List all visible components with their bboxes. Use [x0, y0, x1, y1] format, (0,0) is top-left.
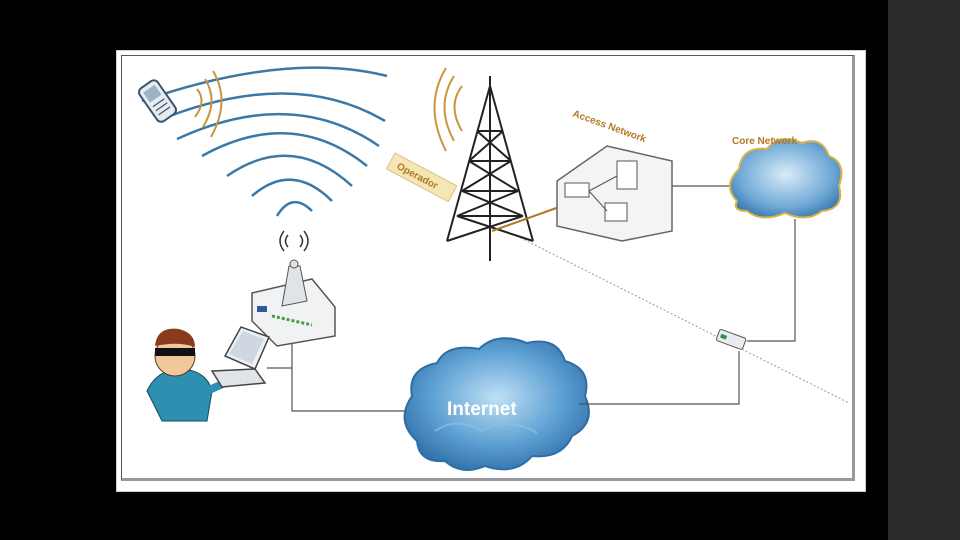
- wireless-waves: [141, 66, 388, 217]
- access-link: [491, 205, 563, 232]
- internet-device-link: [579, 351, 740, 405]
- mobile-phone-icon: [137, 79, 178, 123]
- operator-label-group: Operador: [385, 152, 458, 203]
- hacker-figure-icon: [146, 328, 231, 422]
- laptop-icon: [210, 326, 271, 388]
- diagram-frame: [121, 55, 855, 481]
- network-diagram: Operador Access Network Core Network: [137, 66, 850, 471]
- slide-image: Operador Access Network Core Network: [116, 50, 866, 492]
- boundary-line: [516, 235, 850, 404]
- internet-label: Internet: [447, 399, 517, 420]
- cell-tower-icon: [446, 76, 534, 261]
- access-network-box: [556, 145, 673, 242]
- side-bar: [888, 0, 960, 540]
- core-network-cloud-icon: [729, 138, 843, 219]
- core-device-link: [747, 219, 796, 342]
- phone-signal-icon: [194, 70, 223, 138]
- network-device-icon: [715, 329, 747, 350]
- access-network-label: Access Network: [571, 108, 648, 145]
- core-network-label: Core Network: [732, 136, 797, 147]
- wireless-router-icon: [251, 259, 336, 347]
- router-internet-link: [291, 344, 407, 412]
- tower-signal-icon: [433, 67, 463, 152]
- internet-cloud-icon: [403, 337, 590, 471]
- router-signal-icon: [279, 230, 309, 252]
